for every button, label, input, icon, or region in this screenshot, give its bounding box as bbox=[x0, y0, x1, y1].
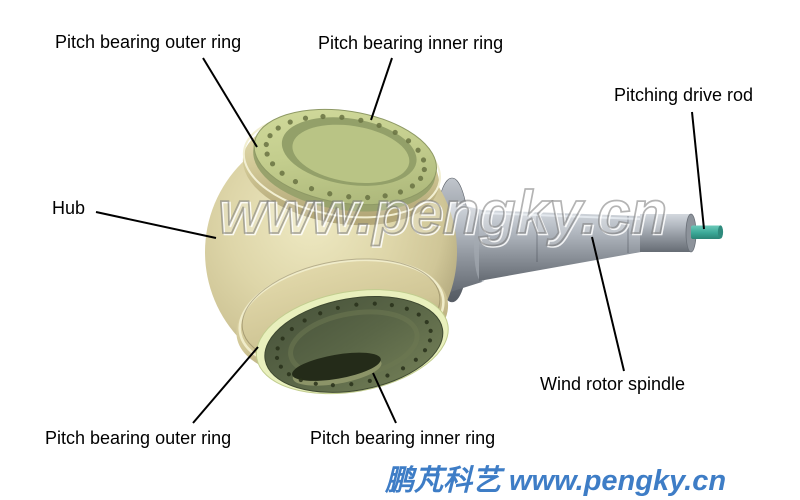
bolt-hole bbox=[421, 166, 427, 173]
bolt-hole bbox=[275, 125, 281, 131]
label-pitch-bearing-outer-ring-bottom: Pitch bearing outer ring bbox=[45, 428, 232, 448]
watermark: www.pengky.cn bbox=[218, 179, 667, 246]
brand-footer: 鹏芃科艺 www.pengky.cn bbox=[385, 465, 727, 497]
pitch-bearing-top bbox=[242, 108, 442, 226]
bolt-hole bbox=[308, 186, 315, 192]
pitch-bearing-bottom bbox=[236, 258, 449, 395]
spindle-cone bbox=[479, 210, 641, 281]
label-wind-rotor-spindle: Wind rotor spindle bbox=[540, 374, 686, 394]
bolt-hole bbox=[376, 122, 382, 129]
bolt-hole bbox=[389, 302, 394, 308]
leader-outer-ring-bottom bbox=[192, 346, 259, 424]
watermark-emboss: www.pengky.cn bbox=[220, 181, 669, 248]
bolt-hole bbox=[365, 194, 371, 201]
bolt-hole bbox=[420, 157, 427, 163]
bolt-hole bbox=[405, 138, 412, 144]
leader-inner-ring-top bbox=[370, 57, 393, 121]
bolt-hole bbox=[382, 193, 388, 199]
bolt-hole bbox=[269, 161, 276, 167]
spindle-end-cylinder bbox=[640, 214, 692, 252]
bolt-hole bbox=[358, 117, 364, 123]
spindle-shoulder bbox=[450, 202, 482, 292]
bolt-hole bbox=[330, 383, 335, 388]
label-pitch-bearing-inner-ring-top: Pitch bearing inner ring bbox=[318, 33, 504, 53]
leader-hub bbox=[95, 211, 217, 239]
bolt-hole bbox=[287, 119, 293, 125]
access-hole bbox=[292, 352, 381, 381]
bolt-hole bbox=[397, 189, 404, 195]
bolt-hole bbox=[302, 318, 307, 323]
bolt-hole bbox=[302, 115, 309, 121]
bolt-hole bbox=[275, 346, 280, 351]
bolt-hole bbox=[327, 191, 333, 197]
bolt-hole bbox=[267, 133, 273, 139]
bolt-hole bbox=[400, 366, 406, 371]
leader-drive-rod bbox=[691, 111, 705, 230]
bolt-hole bbox=[392, 129, 398, 136]
bolt-hole bbox=[367, 378, 372, 383]
bolt-hole bbox=[292, 179, 299, 185]
bolt-hole bbox=[418, 175, 424, 181]
bolt-hole bbox=[354, 302, 359, 307]
bolt-hole bbox=[279, 170, 285, 176]
bolt-hole bbox=[320, 113, 326, 120]
bolt-hole bbox=[280, 336, 285, 341]
label-hub: Hub bbox=[52, 198, 86, 218]
inner-ring-plate bbox=[292, 124, 410, 184]
bolt-hole bbox=[427, 338, 433, 343]
bolt-hole bbox=[313, 381, 318, 386]
bolt-hole bbox=[264, 151, 270, 157]
leader-lines bbox=[95, 57, 705, 424]
bolt-hole bbox=[428, 328, 433, 333]
bolt-hole bbox=[422, 348, 428, 353]
spindle-highlight bbox=[480, 212, 641, 220]
leader-spindle bbox=[591, 236, 625, 372]
bolt-hole bbox=[339, 114, 345, 120]
bolt-hole bbox=[372, 301, 377, 306]
bolt-hole bbox=[404, 306, 409, 311]
label-pitch-bearing-outer-ring-top: Pitch bearing outer ring bbox=[55, 32, 242, 52]
label-pitch-bearing-inner-ring-bottom: Pitch bearing inner ring bbox=[310, 428, 496, 448]
bolt-hole bbox=[349, 382, 354, 387]
bolt-hole bbox=[424, 319, 429, 325]
bolt-hole bbox=[274, 355, 280, 361]
bolt-hole bbox=[318, 311, 323, 316]
bolt-holes-top bbox=[263, 113, 427, 201]
bolt-hole bbox=[263, 141, 269, 148]
bolt-hole bbox=[298, 377, 303, 383]
bolt-hole bbox=[346, 194, 352, 200]
bolt-hole bbox=[409, 183, 416, 189]
bolt-hole bbox=[415, 147, 421, 153]
pitching-drive-rod-tip bbox=[717, 225, 724, 239]
leader-inner-ring-bottom bbox=[372, 372, 397, 424]
bolt-hole bbox=[413, 357, 418, 362]
bolt-hole bbox=[278, 364, 283, 369]
label-pitching-drive-rod: Pitching drive rod bbox=[614, 85, 754, 105]
bolt-hole bbox=[385, 373, 390, 378]
pitching-drive-rod bbox=[691, 225, 721, 239]
bolt-hole bbox=[416, 312, 421, 317]
bolt-holes-bottom bbox=[274, 301, 433, 388]
leader-outer-ring-top bbox=[202, 57, 258, 148]
bolt-hole bbox=[286, 372, 292, 377]
bolt-hole bbox=[289, 326, 294, 332]
bolt-hole bbox=[335, 305, 340, 311]
